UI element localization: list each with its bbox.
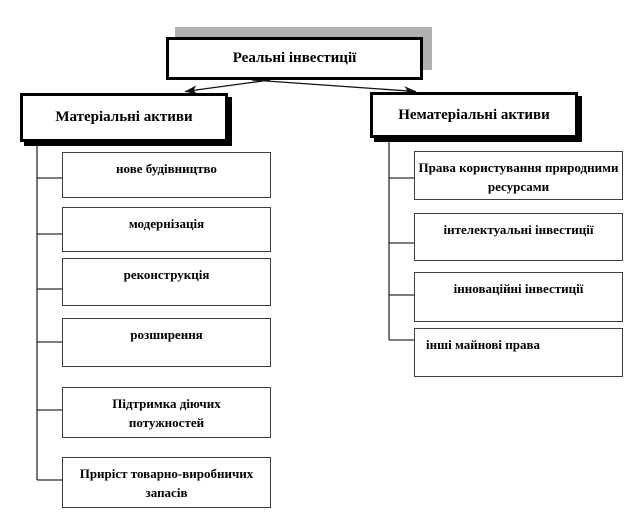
- leaf-capacity-support: Підтримка діючих потужностей: [62, 387, 271, 438]
- leaf-label: Підтримка діючих потужностей: [112, 396, 221, 430]
- leaf-intellectual-investments: інтелектуальні інвестиції: [414, 213, 623, 261]
- arrow-to-material: [184, 79, 271, 95]
- leaf-label: нове будівництво: [116, 161, 217, 176]
- leaf-expansion: розширення: [62, 318, 271, 367]
- leaf-innovation-investments: інноваційні інвестиції: [414, 272, 623, 322]
- leaf-label: Права користування природними ресурсами: [418, 160, 619, 194]
- leaf-label: модернізація: [128, 216, 205, 231]
- leaf-inventory-growth: Приріст товарно-виробничих запасів: [62, 457, 271, 508]
- right-branch-connectors: [388, 138, 414, 341]
- leaf-modernization: модернізація: [62, 207, 271, 252]
- leaf-label: реконструкція: [123, 267, 210, 282]
- node-label: Матеріальні активи: [55, 109, 193, 125]
- leaf-natural-resource-rights: Права користування природними ресурсами: [414, 151, 623, 200]
- left-branch-connectors: [36, 142, 62, 481]
- leaf-label: інші майнові права: [426, 337, 540, 352]
- leaf-label: Приріст товарно-виробничих запасів: [79, 466, 254, 500]
- root-arrows: [184, 79, 417, 96]
- node-label: Нематеріальні активи: [398, 106, 550, 123]
- leaf-new-construction: нове будівництво: [62, 152, 271, 198]
- leaf-label: інтелектуальні інвестиції: [443, 222, 594, 237]
- arrow-to-intangible: [251, 79, 417, 96]
- node-material-assets: Матеріальні активи: [20, 93, 228, 142]
- node-label: Реальні інвестиції: [232, 50, 357, 66]
- node-intangible-assets: Нематеріальні активи: [370, 92, 578, 138]
- leaf-reconstruction: реконструкція: [62, 258, 271, 306]
- leaf-label: розширення: [130, 327, 203, 342]
- node-real-investments: Реальні інвестиції: [166, 37, 423, 80]
- leaf-label: інноваційні інвестиції: [453, 281, 584, 296]
- leaf-other-property-rights: інші майнові права: [414, 328, 623, 377]
